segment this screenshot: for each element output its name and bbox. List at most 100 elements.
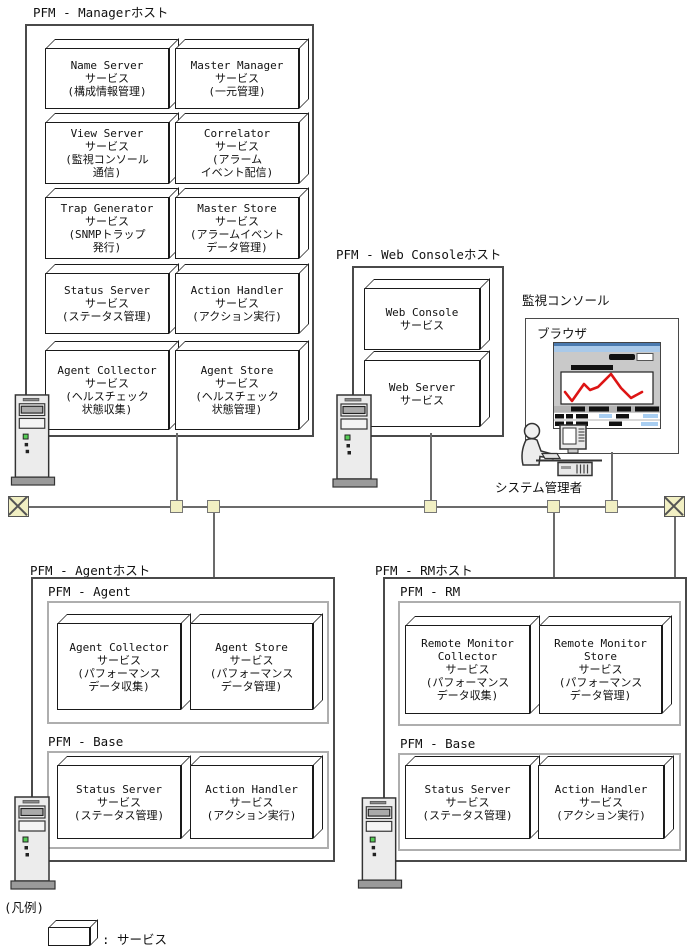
service-box-line: Remote Monitor	[554, 637, 647, 650]
service-box-line: 状態管理)	[211, 403, 263, 416]
admin-at-computer-icon	[516, 422, 602, 480]
service-box-line: サービス	[215, 140, 259, 153]
service-box-line: Status Server	[63, 284, 151, 297]
service-box-line: サービス	[85, 72, 129, 85]
pfm-base-group-label: PFM - Base	[400, 736, 476, 751]
service-box-line: サービス	[97, 653, 141, 667]
service-box-line: データ管理)	[206, 241, 268, 254]
service-box-line: Master Store	[197, 202, 277, 215]
network-drop-line	[213, 513, 215, 577]
service-box-line: データ収集)	[436, 689, 499, 702]
manager-host-box	[25, 24, 314, 437]
service-box-line: (アラーム	[211, 153, 263, 166]
service-box-line: Correlator	[203, 127, 271, 140]
agent-host-label: PFM - Agentホスト	[30, 563, 151, 578]
service-box-line: Status Server	[75, 782, 163, 796]
pfm-base-group-label: PFM - Base	[48, 734, 124, 749]
service-box-line: (一元管理)	[208, 85, 266, 98]
service-box-line: Master Manager	[190, 59, 284, 72]
service-box-line: サービス	[229, 795, 274, 809]
service-box-line: (ステータス管理)	[73, 808, 165, 822]
service-box-line: (パフォーマンス	[77, 666, 161, 680]
network-connector	[424, 500, 437, 513]
legend-service-box	[48, 927, 90, 946]
service-box-line: サービス	[400, 393, 444, 407]
service-box-line: サービス	[85, 215, 129, 228]
network-drop-line	[674, 512, 676, 577]
service-box-line: (構成情報管理)	[67, 85, 147, 98]
service-box-line: Collector	[437, 650, 498, 663]
service-box-line: Action Handler	[190, 284, 284, 297]
legend-service-label: : サービス	[102, 932, 168, 947]
browser-label: ブラウザ	[537, 326, 588, 341]
manager-host-label: PFM - Managerホスト	[33, 5, 169, 20]
web-console-host-box	[352, 266, 504, 437]
service-box-line: (アラームイベント	[189, 228, 285, 241]
network-connector	[207, 500, 220, 513]
service-box-line: (監視コンソール	[65, 153, 149, 166]
service-box-line: サービス	[85, 377, 129, 390]
service-box-line: サービス	[215, 215, 259, 228]
network-drop-line	[553, 513, 555, 577]
service-box-line: (パフォーマンス	[558, 676, 643, 689]
pfm-rm-group-box	[398, 601, 681, 726]
service-box-line: Store	[583, 650, 618, 663]
service-box-line: View Server	[70, 127, 144, 140]
web-console-host-label: PFM - Web Consoleホスト	[336, 247, 502, 262]
service-box-line: サービス	[445, 795, 490, 809]
rm-host-box	[383, 577, 687, 862]
service-box-line: サービス	[85, 297, 129, 310]
service-box-line: サービス	[97, 795, 141, 809]
pfm-rm-group-label: PFM - RM	[400, 584, 461, 599]
service-box-line: Status Server	[424, 782, 511, 796]
service-box-line: Web Server	[388, 380, 456, 394]
service-box-line: 状態収集)	[81, 403, 133, 416]
service-box-line: サービス	[445, 663, 490, 676]
service-box-line: Agent Collector	[69, 640, 169, 654]
network-drop-line	[611, 452, 613, 500]
system-administrator-label: システム管理者	[495, 480, 583, 495]
service-box-line: Agent Store	[215, 640, 288, 654]
rm-host-label: PFM - RMホスト	[375, 563, 473, 578]
service-box-line: データ収集)	[88, 679, 150, 693]
service-box-line: データ管理)	[569, 689, 632, 702]
pfm-agent-group-box	[47, 601, 329, 724]
server-tower-icon	[332, 392, 378, 489]
network-connector	[605, 500, 618, 513]
service-box-line: サービス	[215, 72, 259, 85]
service-box-line: (アクション実行)	[206, 808, 297, 822]
network-connector	[547, 500, 560, 513]
service-box-line: Action Handler	[554, 782, 648, 796]
service-box-line: イベント配信)	[200, 166, 274, 179]
service-box-line: (SNMPトラップ	[68, 228, 146, 241]
service-box-line: (ステータス管理)	[61, 310, 153, 323]
service-box-line: サービス	[579, 795, 623, 809]
server-tower-icon	[10, 393, 56, 486]
monitoring-console-label: 監視コンソール	[522, 293, 610, 308]
service-box-line: (ヘルスチェック	[65, 390, 149, 403]
agent-host-box	[31, 577, 335, 862]
service-box-line: (パフォーマンス	[209, 666, 294, 680]
service-box-line: (アクション実行)	[556, 808, 646, 822]
server-tower-icon	[357, 796, 403, 889]
network-drop-line	[430, 433, 432, 500]
service-box-line: Name Server	[70, 59, 144, 72]
service-box-line: データ管理)	[220, 679, 283, 693]
legend-title: (凡例)	[4, 900, 45, 915]
service-box-line: (ステータス管理)	[422, 808, 513, 822]
